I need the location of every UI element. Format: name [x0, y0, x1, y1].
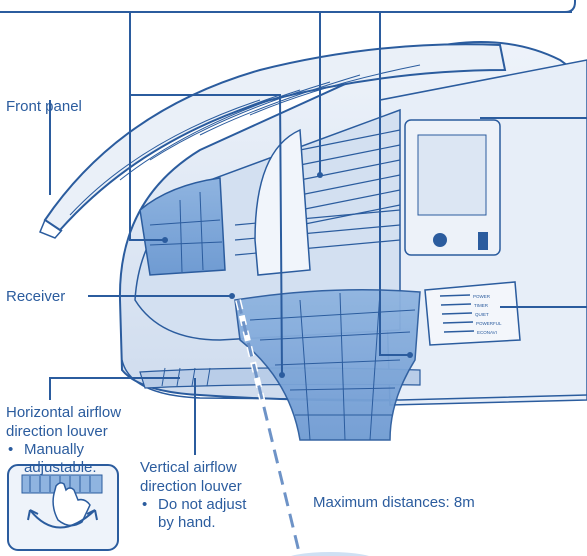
indicator-light-1: [440, 303, 472, 306]
center-column: [254, 128, 311, 276]
vertical-louver-note-line1: Do not adjust: [158, 496, 247, 513]
indicator-light-4: [443, 330, 475, 333]
indicator-light-3: [442, 321, 474, 324]
front-panel-ribs: [69, 64, 421, 216]
horizontal-louver-label-line1: Horizontal airflow: [6, 404, 122, 421]
horizontal-louver-note-line1: Manually: [24, 441, 85, 458]
vertical-louver-note-line2: by hand.: [158, 514, 216, 531]
hand-icon: [52, 482, 91, 527]
front-panel-label: Front panel: [6, 98, 82, 115]
indicator-panel: [424, 281, 521, 346]
indicator-light-0: [439, 294, 471, 297]
indicator-light-label-4: ECONAVI: [477, 330, 497, 335]
receiver-label: Receiver: [6, 288, 66, 305]
heat-exchanger-grille: [234, 129, 401, 256]
vertical-louver-bullet: •: [142, 496, 148, 513]
signal-path: [235, 299, 303, 556]
vertical-louver-label-line2: direction louver: [140, 478, 242, 495]
remote-glow: [291, 552, 369, 556]
horizontal-louver-note-line2: adjustable.: [24, 459, 97, 476]
indicator-light-2: [441, 312, 473, 315]
indicator-light-label-0: POWER: [473, 294, 491, 299]
unit-lower-lip: [121, 359, 587, 401]
curved-arrow-icon: [27, 509, 98, 529]
vertical-louver-label-line1: Vertical airflow: [140, 459, 237, 476]
max-distance-label: Maximum distances: 8m: [313, 494, 475, 511]
horizontal-louver-bullet: •: [8, 441, 14, 458]
leader-lines: [49, 12, 587, 455]
indicator-lights: POWER TIMER QUIET POWERFUL ECONAVI: [439, 294, 502, 335]
air-filter-left: [139, 177, 226, 276]
indicator-light-label-2: QUIET: [475, 312, 489, 317]
indicator-light-label-1: TIMER: [474, 303, 489, 308]
horizontal-louver-label-line2: direction louver: [6, 423, 108, 440]
indicator-light-label-3: POWERFUL: [476, 321, 502, 326]
top-label-frame: [0, 0, 576, 13]
